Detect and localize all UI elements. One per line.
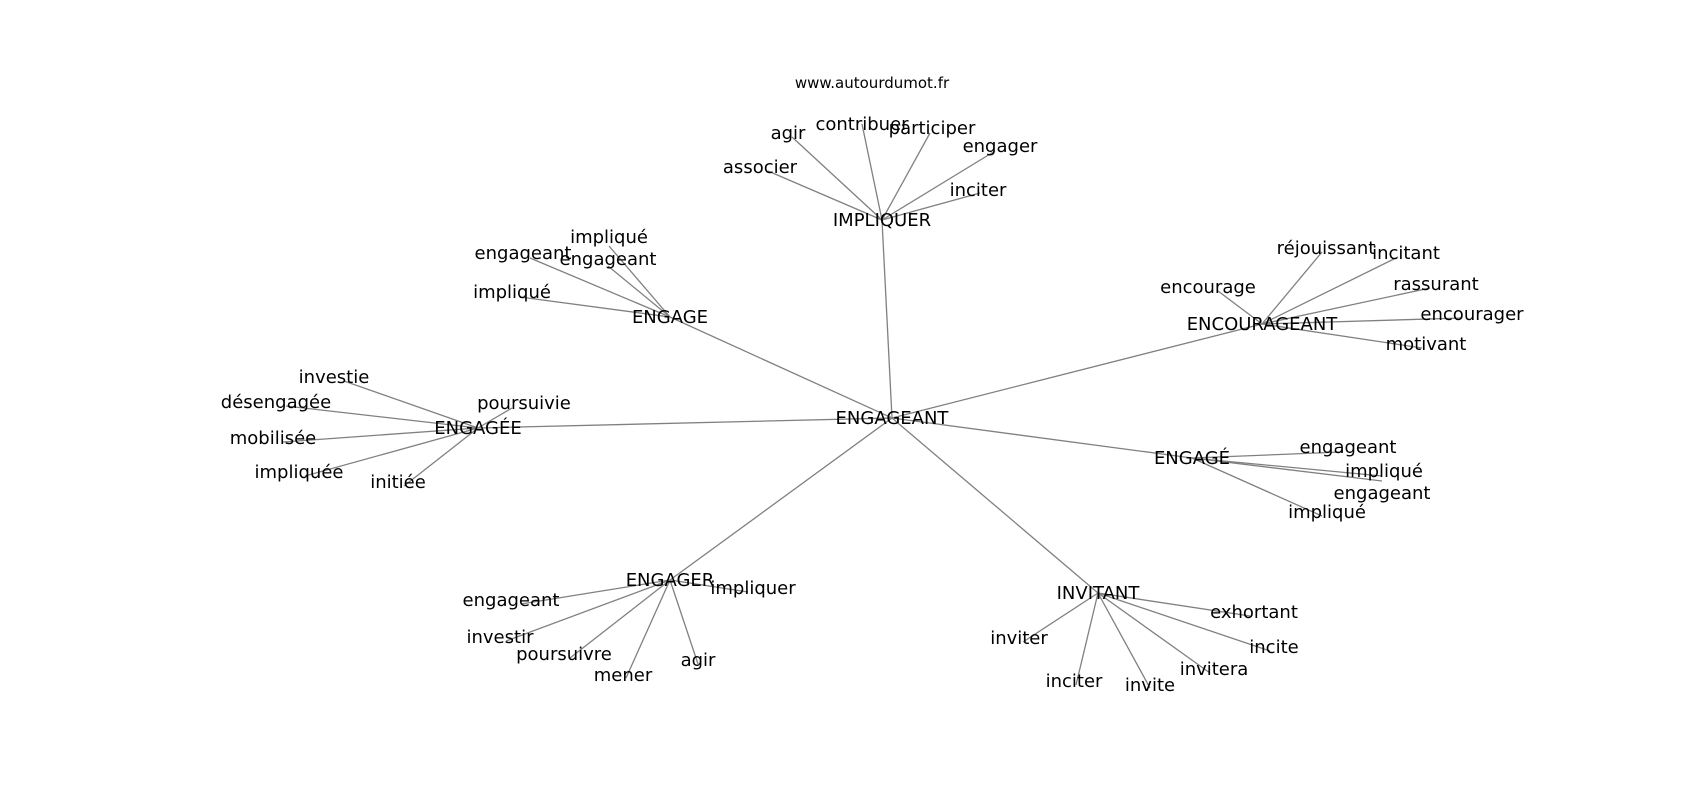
word-node[interactable]: inciter — [1046, 671, 1103, 692]
edge-hub-to-word — [477, 407, 513, 429]
edge-hub-to-word — [881, 150, 996, 221]
word-node[interactable]: engageant — [1300, 437, 1397, 458]
edge-hub-to-word — [520, 579, 671, 605]
word-node[interactable]: engageant — [463, 590, 560, 611]
word-node[interactable]: associer — [723, 157, 798, 178]
graph-edges — [282, 123, 1463, 689]
cluster-node[interactable]: ENGAGÉE — [434, 417, 521, 439]
word-node[interactable]: poursuivre — [516, 644, 612, 665]
edge-center-to-hub — [881, 219, 893, 419]
word-node[interactable]: incitant — [1372, 243, 1440, 264]
source-url[interactable]: www.autourdumot.fr — [795, 74, 950, 92]
edge-hub-to-word — [1097, 592, 1151, 689]
edge-hub-to-word — [1097, 592, 1271, 652]
word-node[interactable]: désengagée — [221, 392, 331, 413]
word-node[interactable]: contribuer — [815, 114, 909, 135]
edge-center-to-hub — [891, 323, 1263, 419]
edge-hub-to-word — [1261, 256, 1399, 325]
center-word-node[interactable]: ENGAGEANT — [836, 408, 950, 429]
edge-hub-to-word — [669, 579, 749, 593]
edge-hub-to-word — [1261, 251, 1323, 325]
edge-hub-to-word — [285, 405, 479, 429]
edge-hub-to-word — [1075, 592, 1099, 686]
edge-hub-to-word — [881, 132, 931, 221]
edge-hub-to-word — [1261, 323, 1423, 349]
edge-hub-to-word — [1191, 457, 1383, 482]
graph-labels: www.autourdumot.fr ENGAGEANT IMPLIQUER agi… — [221, 74, 1524, 696]
word-node[interactable]: incite — [1249, 637, 1298, 658]
edge-hub-to-word — [791, 136, 883, 221]
word-node[interactable]: invite — [1125, 675, 1175, 696]
word-node[interactable]: poursuivie — [477, 393, 571, 414]
word-node[interactable]: impliqué — [1288, 502, 1366, 523]
edge-hub-to-word — [767, 170, 883, 221]
edge-hub-to-word — [1097, 592, 1251, 617]
edge-hub-to-word — [1191, 457, 1383, 477]
cluster-node[interactable]: IMPLIQUER — [833, 210, 931, 231]
edge-hub-to-word — [569, 579, 671, 659]
word-node[interactable]: invitera — [1180, 659, 1249, 680]
word-node[interactable]: impliqué — [570, 227, 648, 248]
edge-hub-to-word — [343, 380, 479, 429]
word-node[interactable]: investie — [299, 367, 370, 388]
edge-hub-to-word — [625, 579, 671, 679]
edge-hub-to-word — [607, 265, 671, 318]
word-node[interactable]: engageant — [1334, 483, 1431, 504]
edge-hub-to-word — [669, 579, 699, 665]
edge-hub-to-word — [861, 123, 883, 221]
cluster-node[interactable]: INVITANT — [1057, 583, 1141, 604]
edge-hub-to-word — [519, 296, 671, 318]
edge-hub-to-word — [304, 427, 479, 477]
edge-hub-to-word — [505, 579, 671, 642]
word-node[interactable]: impliquée — [255, 462, 344, 483]
edge-hub-to-word — [1097, 592, 1211, 674]
word-node[interactable]: encourage — [1160, 277, 1256, 298]
word-node[interactable]: agir — [771, 123, 806, 144]
edge-hub-to-word — [1261, 317, 1463, 325]
word-node[interactable]: rassurant — [1393, 274, 1479, 295]
edge-center-to-hub — [669, 316, 893, 419]
edge-center-to-hub — [669, 417, 893, 581]
edge-hub-to-word — [1261, 287, 1431, 325]
cluster-node[interactable]: ENGAGE — [632, 307, 708, 328]
edge-center-to-hub — [891, 417, 1193, 459]
word-node[interactable]: engageant — [560, 249, 657, 270]
word-node[interactable]: mener — [594, 665, 653, 686]
word-node[interactable]: initiée — [370, 472, 426, 493]
word-node[interactable]: impliquer — [710, 578, 796, 599]
word-node[interactable]: mobilisée — [230, 428, 317, 449]
word-node[interactable]: inciter — [950, 180, 1007, 201]
word-node[interactable]: engageant — [475, 243, 572, 264]
edge-hub-to-word — [1191, 451, 1343, 459]
word-node[interactable]: participer — [889, 118, 976, 139]
word-node[interactable]: engager — [963, 136, 1038, 157]
cluster-node[interactable]: ENCOURAGEANT — [1187, 314, 1339, 335]
word-node[interactable]: agir — [681, 650, 716, 671]
cluster-node[interactable]: ENGAGÉ — [1154, 447, 1230, 469]
edge-hub-to-word — [1022, 592, 1099, 643]
edge-hub-to-word — [282, 427, 479, 443]
word-node[interactable]: impliqué — [1345, 461, 1423, 482]
edge-center-to-hub — [891, 417, 1099, 594]
edge-hub-to-word — [608, 245, 671, 318]
word-node[interactable]: exhortant — [1210, 602, 1298, 623]
word-node[interactable]: inviter — [990, 628, 1048, 649]
edge-center-to-hub — [477, 417, 893, 429]
edge-hub-to-word — [529, 257, 671, 318]
edge-hub-to-word — [1217, 290, 1263, 325]
word-node[interactable]: encourager — [1420, 304, 1524, 325]
word-node[interactable]: investir — [467, 627, 535, 648]
cluster-node[interactable]: ENGAGER — [626, 570, 715, 591]
edge-hub-to-word — [403, 427, 479, 487]
edge-hub-to-word — [881, 192, 981, 221]
word-node[interactable]: motivant — [1386, 334, 1467, 355]
word-node[interactable]: impliqué — [473, 282, 551, 303]
word-node[interactable]: réjouissant — [1277, 238, 1376, 259]
edge-hub-to-word — [1191, 457, 1323, 517]
